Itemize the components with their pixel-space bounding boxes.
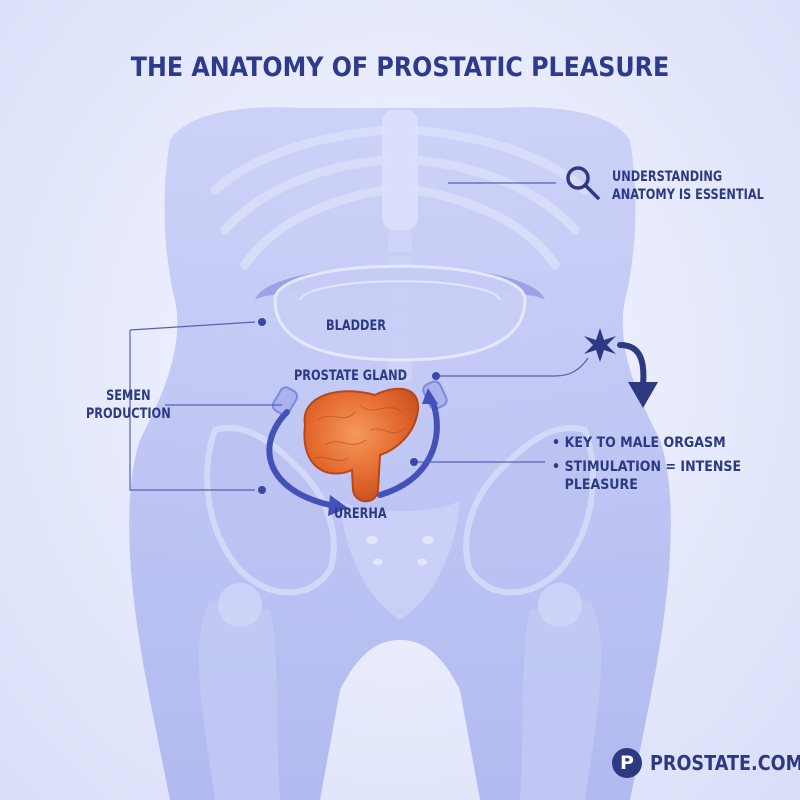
urethra-label: URERHA — [334, 505, 387, 523]
bladder-label: BLADDER — [326, 317, 386, 335]
bullet-key-to-orgasm: KEY TO MALE ORGASM — [552, 434, 741, 452]
understanding-line2: ANATOMY IS ESSENTIAL — [612, 186, 764, 204]
sternum — [382, 110, 418, 230]
semen-production-label: SEMEN PRODUCTION — [86, 387, 171, 423]
bullet-stimulation-line2: PLEASURE — [565, 477, 638, 493]
bullet-stimulation: STIMULATION = INTENSE PLEASURE — [552, 458, 741, 494]
understanding-anatomy-label: UNDERSTANDING ANATOMY IS ESSENTIAL — [612, 168, 764, 204]
prostate-gland-label: PROSTATE GLAND — [294, 367, 407, 385]
semen-label-line1: SEMEN — [86, 387, 171, 405]
understanding-line1: UNDERSTANDING — [612, 168, 764, 186]
logo-p-icon: P — [612, 748, 642, 778]
bullet-stimulation-line1: STIMULATION = INTENSE — [565, 459, 741, 475]
semen-label-line2: PRODUCTION — [86, 405, 171, 423]
brand-logo[interactable]: P PROSTATE.COM — [612, 748, 800, 778]
brand-name: PROSTATE.COM — [650, 751, 800, 775]
benefit-list: KEY TO MALE ORGASM STIMULATION = INTENSE… — [552, 434, 762, 500]
